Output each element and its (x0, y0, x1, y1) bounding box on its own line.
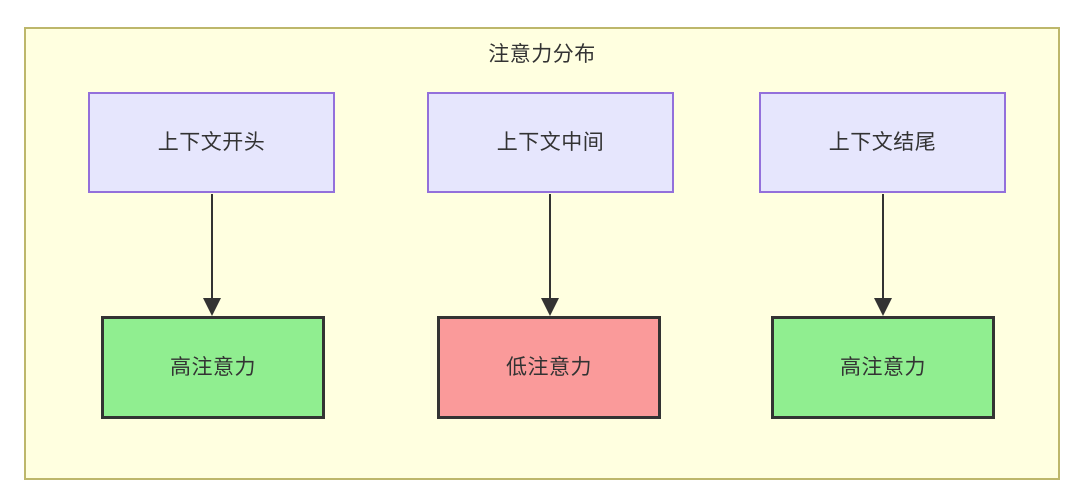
node-context-middle[interactable]: 上下文中间 (427, 92, 674, 193)
node-label: 上下文结尾 (828, 130, 937, 154)
node-label: 上下文开头 (157, 130, 266, 154)
node-attention-low-middle[interactable]: 低注意力 (437, 316, 661, 419)
node-label: 高注意力 (170, 355, 256, 379)
node-label: 低注意力 (506, 355, 592, 379)
node-context-start[interactable]: 上下文开头 (88, 92, 335, 193)
subgraph-title: 注意力分布 (488, 43, 596, 66)
node-attention-high-start[interactable]: 高注意力 (101, 316, 325, 419)
node-label: 高注意力 (840, 355, 926, 379)
node-label: 上下文中间 (496, 130, 605, 154)
node-attention-high-end[interactable]: 高注意力 (771, 316, 995, 419)
node-context-end[interactable]: 上下文结尾 (759, 92, 1006, 193)
